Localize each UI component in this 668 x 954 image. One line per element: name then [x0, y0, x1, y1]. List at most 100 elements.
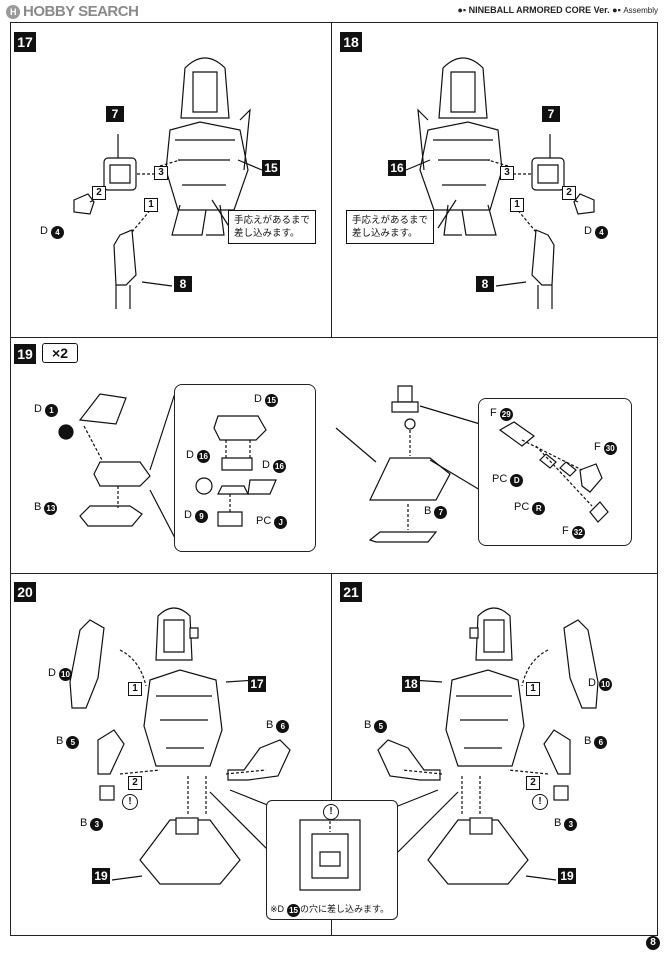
s17-note-line-1: 手応えがあるまで — [234, 215, 311, 226]
caption-suffix: の穴に差し込みます。 — [300, 904, 390, 914]
s18-part-8: 8 — [476, 276, 494, 292]
step-19-number: 19 — [14, 344, 36, 364]
part-num: 15 — [264, 394, 278, 407]
s18-seq-3: 3 — [500, 166, 514, 180]
part-code: D — [254, 393, 262, 405]
page-number: 8 — [646, 936, 660, 950]
s18-note-line-2: 差し込みます。 — [352, 228, 418, 239]
part-num: 3 — [564, 818, 578, 831]
s18-note-line-1: 手応えがあるまで — [352, 215, 429, 226]
part-code: B — [34, 501, 42, 513]
part-code: B — [584, 735, 592, 747]
detail-caution-icon: ! — [323, 804, 339, 820]
part-num: 32 — [571, 526, 585, 539]
step-21-number: 21 — [340, 582, 362, 602]
part-code: B — [80, 817, 88, 829]
part-code: D — [34, 403, 42, 415]
part-num: R — [532, 502, 546, 515]
part-num: 16 — [196, 450, 210, 463]
s17-part-7: 7 — [106, 106, 124, 122]
instruction-sheet — [10, 22, 658, 936]
s21-part-18: 18 — [402, 676, 420, 692]
part-num: J — [274, 516, 288, 529]
s20-seq-2: 2 — [128, 776, 142, 790]
s17-seq-3: 3 — [154, 166, 168, 180]
quantity-multiplier: ×2 — [42, 343, 78, 363]
part-code: PC — [492, 473, 508, 485]
part-code: PC — [256, 515, 272, 527]
s18-insert-note: 手応えがあるまで 差し込みます。 — [346, 210, 435, 244]
part-code: D — [262, 459, 270, 471]
s18-seq-2: 2 — [562, 186, 576, 200]
part-num: 30 — [603, 442, 617, 455]
part-code: D — [186, 449, 194, 461]
s17-seq-2: 2 — [92, 186, 106, 200]
s18-part-7: 7 — [542, 106, 560, 122]
s21-seq-1: 1 — [526, 682, 540, 696]
part-num: 10 — [598, 678, 612, 691]
s20-part-17: 17 — [248, 676, 266, 692]
step19-right-drawing — [335, 385, 481, 543]
part-num: 16 — [272, 460, 286, 473]
part-num: 1 — [44, 404, 58, 417]
s18-d-label: D — [584, 225, 592, 237]
part-code: D — [588, 677, 596, 689]
s17-note-line-2: 差し込みます。 — [234, 228, 300, 239]
part-code: D — [184, 509, 192, 521]
s17-seq-1: 1 — [144, 198, 158, 212]
s17-part-8: 8 — [174, 276, 192, 292]
part-code: B — [56, 735, 64, 747]
part-num: 5 — [374, 720, 388, 733]
s18-seq-1: 1 — [510, 198, 524, 212]
part-num: 3 — [90, 818, 104, 831]
step18-torso-drawing — [405, 57, 595, 309]
part-code: D — [48, 667, 56, 679]
s21-part-19: 19 — [558, 868, 576, 884]
part-code: PC — [514, 501, 530, 513]
part-code: B — [364, 719, 372, 731]
s18-part-16: 16 — [388, 160, 406, 176]
s21-seq-2: 2 — [526, 776, 540, 790]
part-code: F — [490, 407, 497, 419]
part-code: B — [424, 505, 432, 517]
step19-right-detail-box — [478, 398, 632, 546]
part-num: 6 — [594, 736, 608, 749]
s17-part-15: 15 — [262, 160, 280, 176]
col-divider-bottom — [331, 573, 332, 935]
row-divider-1 — [11, 337, 657, 338]
part-code: F — [594, 441, 601, 453]
step-18-number: 18 — [340, 32, 362, 52]
step21-body-drawing — [377, 607, 599, 885]
part-num: 10 — [58, 668, 72, 681]
part-num: 9 — [194, 510, 208, 523]
s17-d-num: 4 — [50, 226, 64, 239]
part-code: B — [554, 817, 562, 829]
step17-torso-drawing — [73, 57, 251, 309]
s20-seq-1: 1 — [128, 682, 142, 696]
s17-d-label: D — [40, 225, 48, 237]
s20-caution-icon: ! — [122, 794, 138, 810]
part-num: 7 — [434, 506, 448, 519]
manual-title: ●▪ NINEBALL ARMORED CORE Ver. ●▪ Assembl… — [457, 5, 659, 15]
